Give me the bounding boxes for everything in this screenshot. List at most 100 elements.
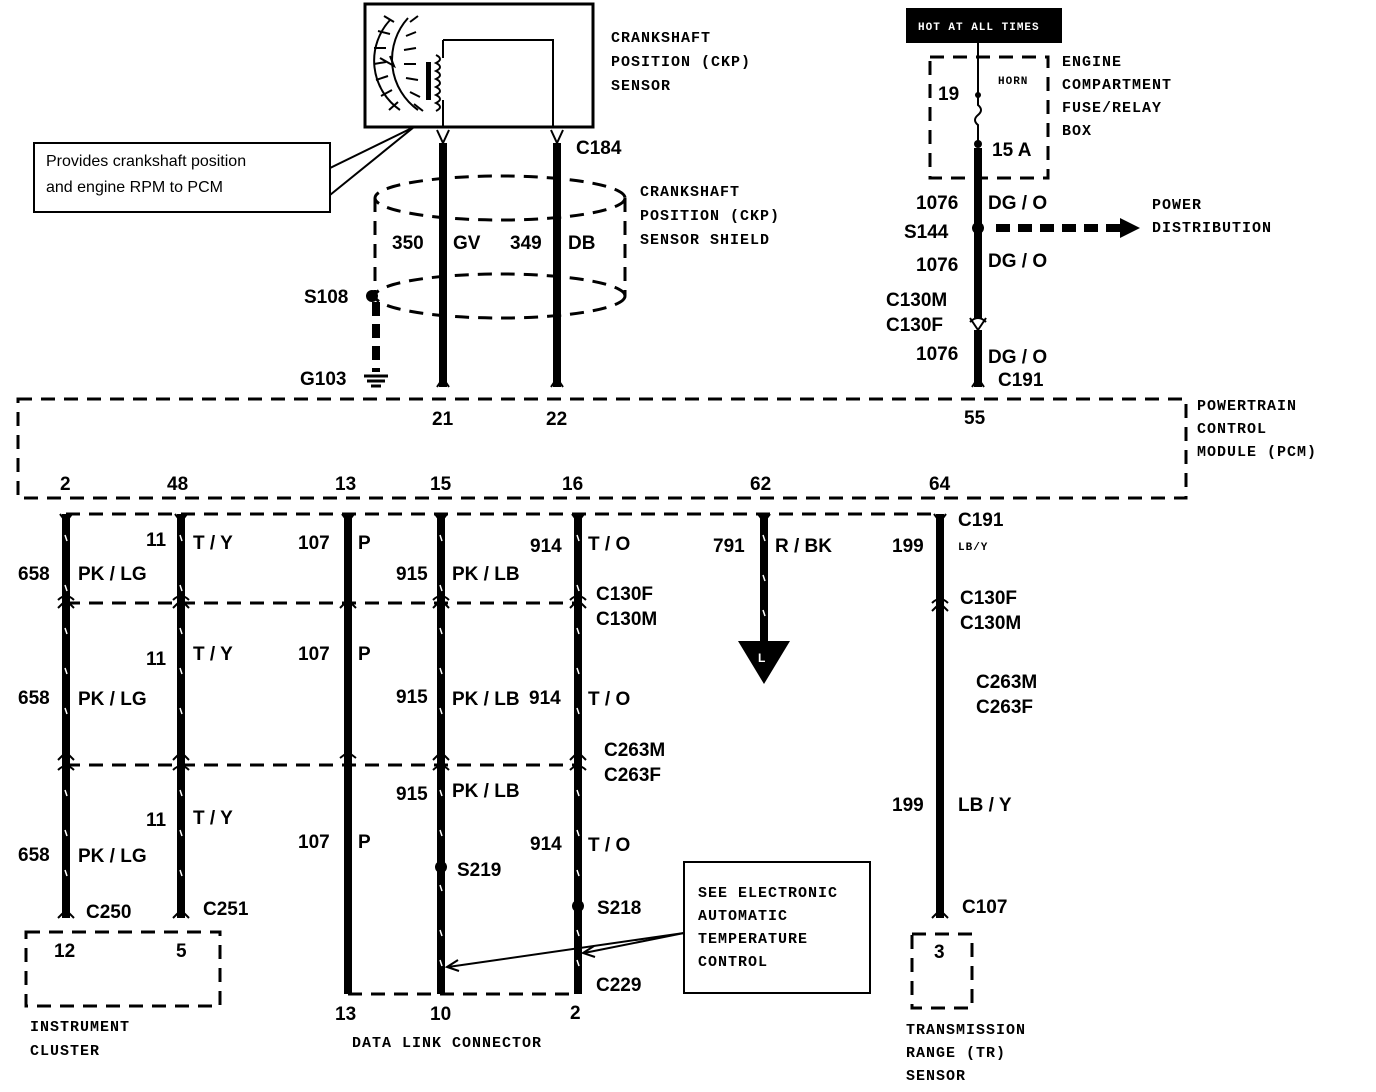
w107-circuit-a: 107 [298,533,330,554]
ckp-title-line3: SENSOR [611,78,671,95]
shield-ground: S108 G103 [300,287,388,390]
p1076-color-c: DG / O [988,347,1047,368]
pcm-pin-21: 21 [432,409,454,430]
w11-circuit-a: 11 [146,530,167,551]
w658-color-a: PK / LG [78,564,147,585]
c130f-top-label: C130F [886,315,943,336]
c263f-label: C263F [604,765,661,786]
w915-color-b: PK / LB [452,689,520,710]
ic-pin-12: 12 [54,941,75,962]
callout-line2: and engine RPM to PCM [46,179,223,196]
fuse-box: 19 HORN 15 A ENGINE COMPARTMENT FUSE/REL… [928,43,1171,180]
c130m-label: C130M [596,609,657,630]
s218-splice [572,900,584,912]
w791-circuit: 791 [713,536,745,557]
power-distribution-arrow-icon [1120,218,1140,238]
fuse-box-line4: BOX [1062,123,1092,140]
c263m-right-label: C263M [976,672,1037,693]
w658-color-c: PK / LG [78,846,147,867]
w914-color-b: T / O [588,689,630,710]
tr-line3: SENSOR [906,1068,966,1085]
dlc-pin-2: 2 [570,1003,581,1024]
fuse-relay-label: HORN [998,76,1028,88]
s144-splice [972,222,984,234]
instrument-cluster: 12 5 INSTRUMENT CLUSTER [24,930,222,1060]
ckp-sensor: CRANKSHAFT POSITION (CKP) SENSOR C184 [363,2,751,159]
hot-at-all-times-label: HOT AT ALL TIMES [918,22,1040,34]
wire-349-color: DB [568,233,595,254]
pcm-line3: MODULE (PCM) [1197,444,1317,461]
instrument-cluster-outline [24,930,222,1008]
s108-splice [366,290,378,302]
w914-circuit-a: 914 [530,536,562,557]
lower-wires: 658 PK / LG 658 PK / LG 658 PK / LG C250… [18,510,1037,996]
ckp-title-line1: CRANKSHAFT [611,30,711,47]
reluctor-wheel-icon [373,15,424,112]
tr-pin-3: 3 [934,942,945,963]
pcm: 21 22 55 2 48 13 15 16 62 64 POWERTRAIN … [16,397,1317,500]
w658-circuit-c: 658 [18,845,50,866]
pcm-line2: CONTROL [1197,421,1267,438]
c130f-label: C130F [596,584,653,605]
shield-line1: CRANKSHAFT [640,184,740,201]
s219-splice [435,861,447,873]
pcm-pin-64: 64 [929,474,951,495]
power-dist-line1: POWER [1152,197,1202,214]
pcm-pin-15: 15 [430,474,452,495]
c107-label: C107 [962,897,1007,918]
see-eatc-box [683,861,871,994]
ckp-wires: 350 GV 349 DB [392,129,595,388]
c130f-right-label: C130F [960,588,1017,609]
w915-circuit-a: 915 [396,564,428,585]
tr-line2: RANGE (TR) [906,1045,1006,1062]
pcm-pin-55: 55 [964,408,986,429]
hot-at-all-times: HOT AT ALL TIMES [906,8,1062,43]
c251-label: C251 [203,899,249,920]
w914-color-a: T / O [588,534,630,555]
dlc-pin-10: 10 [430,1004,451,1025]
power-feed-1076: 1076 DG / O S144 1076 DG / O C130M C130F… [886,148,1272,391]
w107-circuit-b: 107 [298,644,330,665]
w11-color-c: T / Y [193,808,233,829]
w915-color-a: PK / LB [452,564,520,585]
ic-pin-5: 5 [176,941,187,962]
c229-label: C229 [596,975,641,996]
pcm-pin-2: 2 [60,474,71,495]
w107-color-c: P [358,832,371,853]
tr-line1: TRANSMISSION [906,1022,1026,1039]
wire-349-circuit: 349 [510,233,542,254]
w199-circuit-b: 199 [892,795,924,816]
ic-line2: CLUSTER [30,1043,100,1060]
c184-label: C184 [576,138,622,159]
pointer-arrow-icon [444,959,460,972]
pcm-outline [16,397,1188,500]
s144-label: S144 [904,222,949,243]
power-dist-line2: DISTRIBUTION [1152,220,1272,237]
w107-color-a: P [358,533,371,554]
wire-350-circuit: 350 [392,233,424,254]
p1076-circuit-b: 1076 [916,255,958,276]
w107-color-b: P [358,644,371,665]
dlc-pin-13: 13 [335,1004,356,1025]
ground-icon [364,374,388,388]
w914-circuit-c: 914 [530,834,562,855]
c263f-right-label: C263F [976,697,1033,718]
see-line3: TEMPERATURE [698,931,808,948]
w915-color-c: PK / LB [452,781,520,802]
w199-circuit-a: 199 [892,536,924,557]
p1076-circuit-a: 1076 [916,193,958,214]
w914-color-c: T / O [588,835,630,856]
shield-line3: SENSOR SHIELD [640,232,770,249]
w658-color-b: PK / LG [78,689,147,710]
pcm-pin-16: 16 [562,474,583,495]
see-line2: AUTOMATIC [698,908,788,925]
p1076-color-a: DG / O [988,193,1047,214]
tr-sensor: 3 TRANSMISSION RANGE (TR) SENSOR [906,932,1026,1085]
ckp-title-line2: POSITION (CKP) [611,54,751,71]
fuse-box-outline [928,55,1050,180]
w11-circuit-c: 11 [146,810,167,831]
w199-color-b: LB / Y [958,795,1012,816]
fuse-box-line1: ENGINE [1062,54,1122,71]
s108-label: S108 [304,287,348,308]
callout-line1: Provides crankshaft position [46,153,246,170]
